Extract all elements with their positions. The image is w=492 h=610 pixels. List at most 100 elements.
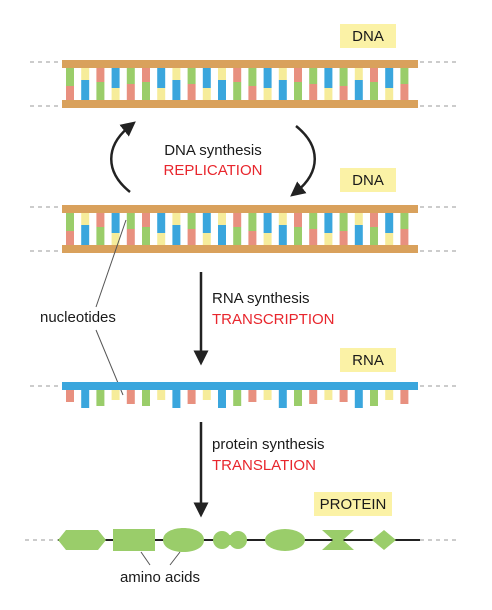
rna-nucleotide-base <box>157 390 166 400</box>
nucleotide-base <box>96 68 105 82</box>
transcription-process-name: RNA synthesis <box>212 290 310 307</box>
nucleotide-base <box>142 68 150 82</box>
nucleotide-base <box>202 68 211 88</box>
nucleotide-base <box>111 68 120 88</box>
replication-arrow-left <box>110 121 136 193</box>
dna-backbone-top-strand <box>62 205 418 213</box>
nucleotide-base <box>324 68 333 88</box>
nucleotide-base <box>111 88 120 100</box>
nucleotide-base <box>400 68 409 84</box>
protein-chain <box>25 528 460 552</box>
nucleotide-base <box>96 82 105 100</box>
amino-acid-2 <box>113 529 155 551</box>
nucleotide-base <box>294 68 302 82</box>
nucleotide-base <box>202 213 211 233</box>
nucleotide-base <box>400 213 409 229</box>
nucleotide-base <box>172 80 181 100</box>
dna-tag-middle-text: DNA <box>352 172 384 189</box>
nucleotide-base <box>248 213 257 231</box>
nucleotides-label: nucleotides <box>40 309 116 326</box>
nucleotide-base <box>187 84 196 100</box>
nucleotide-base <box>324 213 333 233</box>
nucleotide-base <box>385 213 394 233</box>
nucleotide-base <box>339 86 348 100</box>
rna-nucleotide-base <box>294 390 302 406</box>
amino-acid-6 <box>322 530 354 550</box>
nucleotide-base <box>354 213 363 225</box>
nucleotide-base <box>172 225 181 245</box>
nucleotide-base <box>81 68 90 80</box>
nucleotide-base <box>385 68 394 88</box>
nucleotide-base <box>218 225 226 245</box>
rna-nucleotide-base <box>248 390 257 402</box>
rna-tag-text: RNA <box>352 352 384 369</box>
rna-backbone <box>62 382 418 390</box>
rna-nucleotide-base <box>66 390 74 402</box>
rna-nucleotide-base <box>324 390 333 400</box>
rna-nucleotide-base <box>187 390 196 404</box>
nucleotide-base <box>263 88 272 100</box>
nucleotide-base <box>309 229 318 245</box>
nucleotide-base <box>354 225 363 245</box>
nucleotide-base <box>339 213 348 231</box>
amino-acid-3 <box>163 528 204 552</box>
nucleotide-base <box>324 233 333 245</box>
nucleotide-base <box>400 229 409 245</box>
nucleotide-base <box>278 80 287 100</box>
nucleotide-base <box>172 213 181 225</box>
nucleotide-base <box>81 80 90 100</box>
nucleotide-base <box>278 68 287 80</box>
dna-double-helix-middle <box>30 205 460 253</box>
nucleotide-base <box>172 68 181 80</box>
nucleotide-base <box>370 227 378 245</box>
nucleotide-base <box>218 80 226 100</box>
nucleotide-base <box>81 225 90 245</box>
dna-backbone-top-strand <box>62 60 418 68</box>
nucleotide-base <box>233 82 242 100</box>
dna-double-helix-top <box>30 60 460 108</box>
nucleotide-base <box>354 68 363 80</box>
nucleotide-base <box>263 233 272 245</box>
nucleotide-base <box>233 227 242 245</box>
nucleotide-base <box>157 233 166 245</box>
rna-tag: RNA <box>340 348 396 372</box>
rna-nucleotide-base <box>370 390 378 406</box>
nucleotide-base <box>294 82 302 100</box>
nucleotide-base <box>96 213 105 227</box>
rna-nucleotide-base <box>278 390 287 408</box>
nucleotide-base <box>354 80 363 100</box>
nucleotide-base <box>248 231 257 245</box>
nucleotide-base <box>385 88 394 100</box>
replication-step-label: REPLICATION <box>164 162 263 179</box>
rna-nucleotide-base <box>202 390 211 400</box>
rna-nucleotide-base <box>172 390 181 408</box>
rna-nucleotide-base <box>339 390 348 402</box>
nucleotide-base <box>218 68 226 80</box>
rna-nucleotide-base <box>233 390 242 406</box>
dna-tag-middle: DNA <box>340 168 396 192</box>
nucleotide-base <box>66 231 74 245</box>
rna-nucleotide-base <box>400 390 409 404</box>
nucleotide-base <box>218 213 226 225</box>
rna-nucleotide-base <box>309 390 318 404</box>
amino-acid-5 <box>265 529 305 551</box>
nucleotide-base <box>233 68 242 82</box>
nucleotide-base <box>187 68 196 84</box>
replication-process-name: DNA synthesis <box>164 142 262 159</box>
nucleotide-base <box>126 84 135 100</box>
nucleotide-base <box>66 68 74 86</box>
nucleotide-base <box>263 213 272 233</box>
rna-nucleotide-base <box>385 390 394 400</box>
rna-nucleotide-base <box>96 390 105 406</box>
nucleotide-base <box>339 231 348 245</box>
rna-nucleotide-base <box>263 390 272 400</box>
nucleotide-base <box>187 229 196 245</box>
rna-nucleotide-base <box>111 390 120 400</box>
rna-nucleotide-base <box>142 390 150 406</box>
nucleotide-base <box>202 88 211 100</box>
nucleotide-base <box>126 68 135 84</box>
nucleotide-base <box>294 227 302 245</box>
nucleotide-base <box>400 84 409 100</box>
nucleotide-base <box>248 86 257 100</box>
transcription-step-label: TRANSCRIPTION <box>212 311 335 328</box>
